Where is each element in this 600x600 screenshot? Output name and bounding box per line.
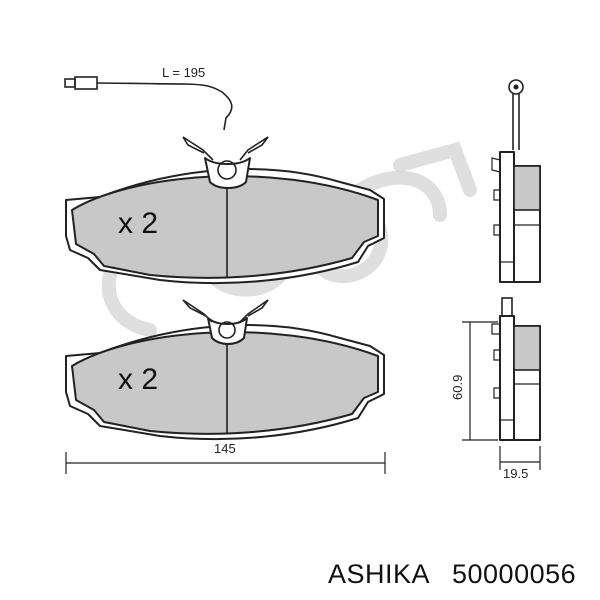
thickness-dimension-label: 19.5 [503,466,528,481]
bottom-friction-material [71,331,379,435]
thickness-dimension: 19.5 [499,446,541,481]
top-pad-clip [204,157,251,189]
width-dimension-label: 145 [214,441,236,456]
bottom-pad-clip [207,317,248,345]
bottom-brake-pad: x 2 [65,299,385,441]
brand-name: ASHIKA [328,559,430,589]
part-number: 50000056 [452,559,576,589]
height-dimension: 60.9 [450,321,498,441]
top-brake-pad: L = 195 x 2 [64,65,385,285]
width-dimension: 145 [65,441,386,474]
top-pad-quantity: x 2 [118,207,158,240]
top-friction-material [71,175,379,279]
bottom-pad-quantity: x 2 [118,363,158,396]
wear-sensor-wire [64,76,233,131]
bottom-side-view [491,297,541,441]
top-side-view [491,79,541,283]
height-dimension-label: 60.9 [450,375,465,400]
wire-length-label: L = 195 [162,65,205,80]
